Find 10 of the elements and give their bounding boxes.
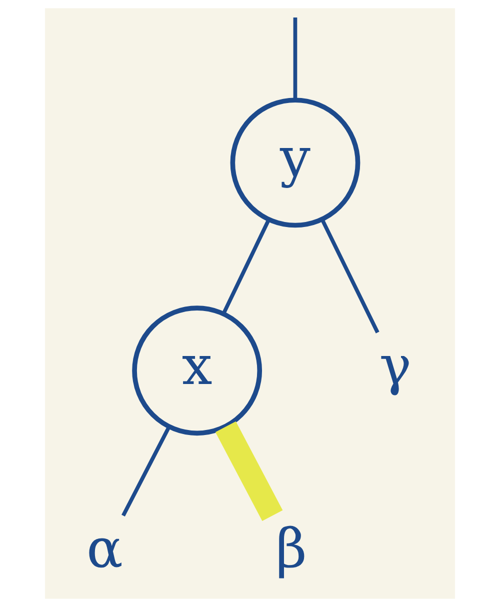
node-text: α xyxy=(86,516,123,580)
connector xyxy=(320,218,380,334)
node-circle: x xyxy=(132,306,262,436)
connector xyxy=(293,17,298,100)
connector xyxy=(122,426,171,516)
connector xyxy=(215,421,283,522)
connector xyxy=(222,219,270,314)
node-circle: y xyxy=(230,98,360,228)
node-text: β xyxy=(276,516,307,580)
node-text: γ xyxy=(379,334,412,397)
